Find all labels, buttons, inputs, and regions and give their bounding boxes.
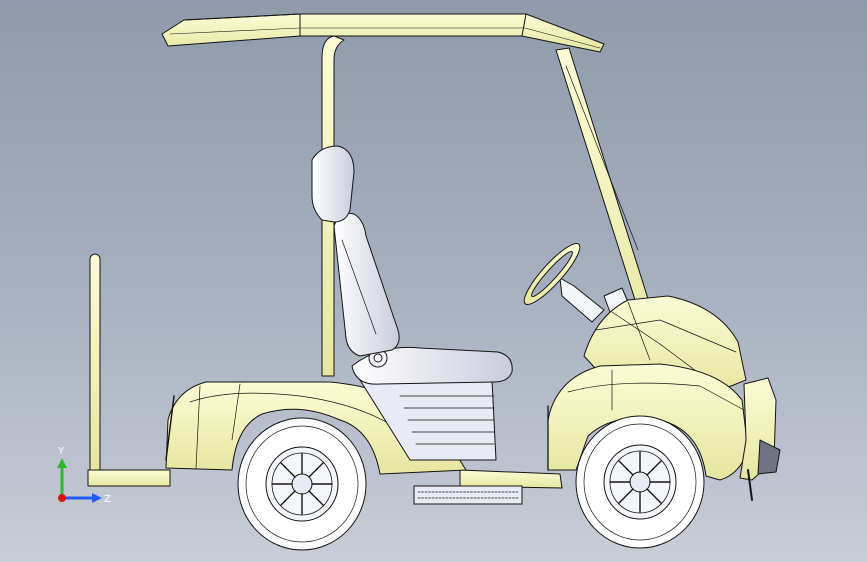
y-axis-arrowhead <box>57 458 67 468</box>
seat-cushion <box>351 346 513 385</box>
rear-vertical-bar <box>89 253 101 477</box>
canopy-roof <box>161 13 605 53</box>
x-axis-origin <box>58 494 66 502</box>
steering-assembly <box>523 243 629 323</box>
rear-wheel <box>237 417 367 551</box>
z-axis-label: Z <box>104 494 111 505</box>
running-board <box>413 485 523 505</box>
z-axis-arrowhead <box>92 493 102 503</box>
front-bumper <box>739 377 781 501</box>
lower-frame-rail <box>87 469 563 489</box>
y-axis-label: Y <box>57 446 65 457</box>
axis-triad: Y Z <box>57 446 111 505</box>
front-wheel <box>575 415 705 549</box>
seat-headrest <box>311 145 355 223</box>
seat-backrest <box>333 212 400 357</box>
